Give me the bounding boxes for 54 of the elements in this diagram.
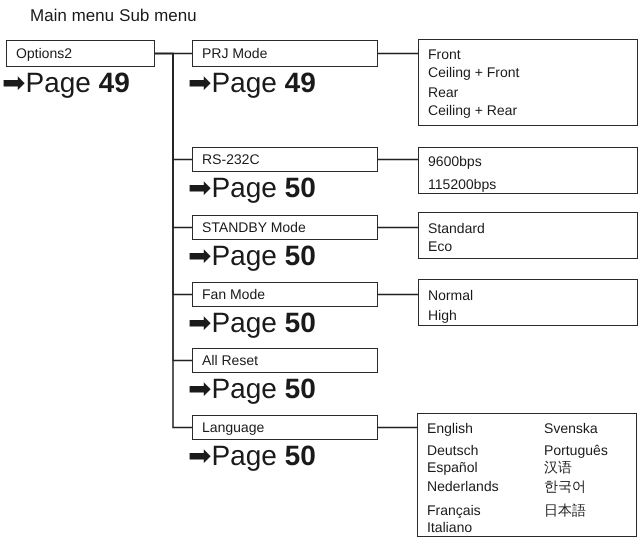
- connector-line: [378, 158, 418, 160]
- menu-label: RS-232C: [202, 150, 260, 167]
- connector-line: [378, 226, 418, 228]
- option-label: Ceiling + Rear: [428, 102, 518, 118]
- connector-line: [378, 294, 418, 296]
- page-reference: ➡Page 49: [2, 68, 130, 98]
- menu-box: [192, 282, 378, 307]
- option-label: Eco: [428, 238, 452, 254]
- option-label: Français: [427, 502, 481, 518]
- option-label: Front: [428, 46, 461, 62]
- menu-label: Options2: [16, 44, 72, 61]
- option-label: Nederlands: [427, 478, 499, 494]
- option-label: Deutsch: [427, 442, 478, 458]
- option-label: 9600bps: [428, 153, 482, 169]
- menu-label: All Reset: [202, 352, 258, 368]
- menu-box: [6, 40, 155, 67]
- column-heading: Main menu: [30, 6, 114, 26]
- menu-box: [192, 147, 378, 172]
- connector-line: [378, 52, 418, 54]
- option-label: Normal: [428, 287, 474, 303]
- option-label: Ceiling + Front: [428, 64, 520, 80]
- option-label: 汉语: [544, 459, 572, 475]
- menu-box: [192, 348, 378, 373]
- option-label: High: [428, 307, 457, 323]
- page-reference: ➡Page 50: [188, 374, 316, 404]
- option-label: Italiano: [427, 519, 472, 535]
- option-label: Español: [427, 459, 478, 475]
- page-reference: ➡Page 50: [188, 441, 316, 471]
- page-reference: ➡Page 50: [188, 173, 316, 203]
- option-label: 115200bps: [428, 176, 496, 192]
- option-label: Português: [544, 442, 608, 458]
- page-reference: ➡Page 49: [188, 68, 316, 98]
- option-label: 日本語: [544, 502, 586, 518]
- option-label: 한국어: [544, 478, 586, 494]
- page-reference: ➡Page 50: [188, 241, 316, 271]
- options-list-box: [417, 413, 637, 537]
- menu-label: Language: [202, 418, 264, 435]
- option-label: English: [427, 420, 473, 436]
- menu-box: [192, 40, 378, 67]
- options-list-box: [418, 279, 638, 326]
- option-label: Standard: [428, 220, 485, 236]
- options-list-box: [418, 39, 638, 126]
- option-label: Svenska: [544, 420, 598, 436]
- menu-label: Fan Mode: [202, 286, 266, 302]
- connector-line: [378, 426, 417, 428]
- option-label: Rear: [428, 84, 458, 100]
- menu-box: [192, 415, 378, 440]
- menu-box: [192, 215, 378, 240]
- options-list-box: [418, 147, 638, 194]
- column-heading: Sub menu: [119, 6, 197, 26]
- options-list-box: [418, 212, 638, 259]
- menu-label: STANDBY Mode: [202, 218, 306, 235]
- menu-label: PRJ Mode: [202, 44, 268, 61]
- page-reference: ➡Page 50: [188, 308, 316, 338]
